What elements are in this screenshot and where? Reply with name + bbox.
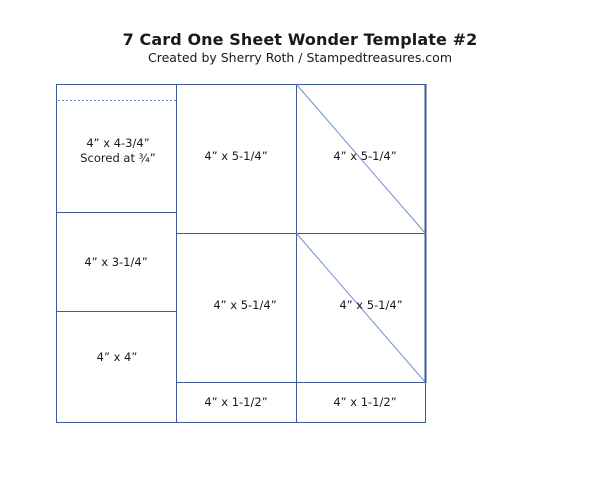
page-subtitle: Created by Sherry Roth / Stampedtreasure…	[148, 50, 452, 65]
template-grid	[56, 84, 427, 423]
diagonal-cut-line-top	[296, 84, 426, 234]
piece-label-left-bottom: 4” x 4”	[97, 350, 138, 364]
piece-label-center-middle: 4” x 5-1/4”	[213, 298, 276, 312]
piece-label-center-bottom: 4” x 1-1/2”	[204, 395, 267, 409]
piece-label-right-bottom: 4” x 1-1/2”	[333, 395, 396, 409]
piece-label-left-top-line-2: Scored at ¾”	[80, 151, 155, 165]
diagonal-cut-line-bottom	[296, 233, 426, 383]
page-title: 7 Card One Sheet Wonder Template #2	[122, 30, 478, 49]
piece-label-left-middle: 4” x 3-1/4”	[84, 255, 147, 269]
piece-label-left-top-line-1: 4” x 4-3/4”	[86, 136, 149, 150]
piece-label-right-middle: 4” x 5-1/4”	[339, 298, 402, 312]
piece-label-center-top: 4” x 5-1/4”	[204, 149, 267, 163]
piece-label-right-top: 4” x 5-1/4”	[333, 149, 396, 163]
